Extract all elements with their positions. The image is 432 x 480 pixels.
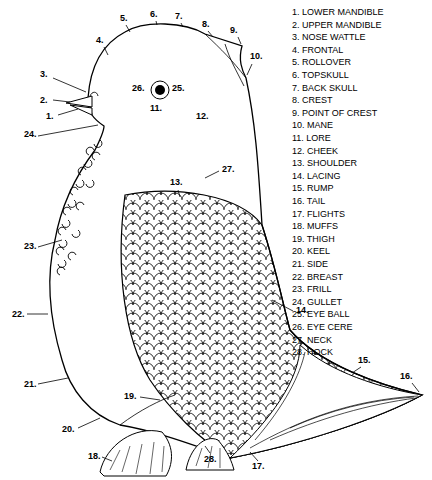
legend-list-item: 8. CREST (292, 96, 333, 105)
legend-list-item: 9. POINT OF CREST (292, 109, 377, 118)
legend-list-item: 26. EYE CERE (292, 323, 353, 332)
legend-list-item: 1. LOWER MANDIBLE (292, 8, 384, 17)
callout-number: 17. (252, 462, 265, 471)
callout-number: 23. (24, 242, 37, 251)
callout-number: 1. (46, 112, 54, 121)
legend-list-item: 18. MUFFS (292, 222, 338, 231)
legend-list-item: 16. TAIL (292, 197, 325, 206)
legend-list-item: 21. SIDE (292, 260, 328, 269)
callout-number: 14. (296, 306, 309, 315)
legend-list-item: 11. LORE (292, 134, 331, 143)
callout-number: 25. (172, 84, 185, 93)
callout-number: 3. (40, 70, 48, 79)
callout-number: 12. (196, 112, 209, 121)
legend-list-item: 7. BACK SKULL (292, 84, 358, 93)
legend-list-item: 23. FRILL (292, 285, 332, 294)
legend-list-item: 2. UPPER MANDIBLE (292, 21, 382, 30)
callout-number: 10. (250, 52, 263, 61)
callout-number: 6. (150, 10, 158, 19)
legend-list-item: 28. HOCK (292, 348, 333, 357)
legend-list-item: 17. FLIGHTS (292, 210, 345, 219)
callout-number: 18. (88, 452, 101, 461)
legend-list-item: 3. NOSE WATTLE (292, 33, 366, 42)
legend-list-item: 20. KEEL (292, 247, 330, 256)
legend-list-item: 15. RUMP (292, 184, 334, 193)
callout-number: 4. (96, 36, 104, 45)
legend-list-item: 12. CHEEK (292, 147, 338, 156)
legend-list-item: 19. THIGH (292, 235, 335, 244)
callout-number: 16. (400, 372, 413, 381)
callout-number: 2. (40, 96, 48, 105)
callout-number: 27. (222, 165, 235, 174)
callout-number: 7. (175, 12, 183, 21)
callout-number: 19. (124, 392, 137, 401)
legend-list-item: 22. BREAST (292, 273, 343, 282)
callout-number: 28. (204, 455, 217, 464)
callout-number: 26. (132, 84, 145, 93)
legend-list-item: 14. LACING (292, 172, 341, 181)
legend-list-item: 5. ROLLOVER (292, 58, 351, 67)
callout-number: 11. (150, 104, 162, 113)
legend-list-item: 10. MANE (292, 121, 333, 130)
callout-number: 8. (202, 20, 210, 29)
legend-list-item: 27. NECK (292, 336, 332, 345)
callout-number: 24. (24, 130, 37, 139)
callout-number: 20. (62, 425, 75, 434)
callout-number: 9. (230, 26, 238, 35)
callout-number: 21. (24, 380, 37, 389)
legend-list-item: 4. FRONTAL (292, 46, 343, 55)
callout-number: 15. (358, 356, 371, 365)
legend-list-item: 6. TOPSKULL (292, 71, 349, 80)
callout-number: 22. (12, 310, 25, 319)
callout-number: 13. (170, 178, 183, 187)
callout-number: 5. (120, 14, 128, 23)
legend-list-item: 13. SHOULDER (292, 159, 357, 168)
